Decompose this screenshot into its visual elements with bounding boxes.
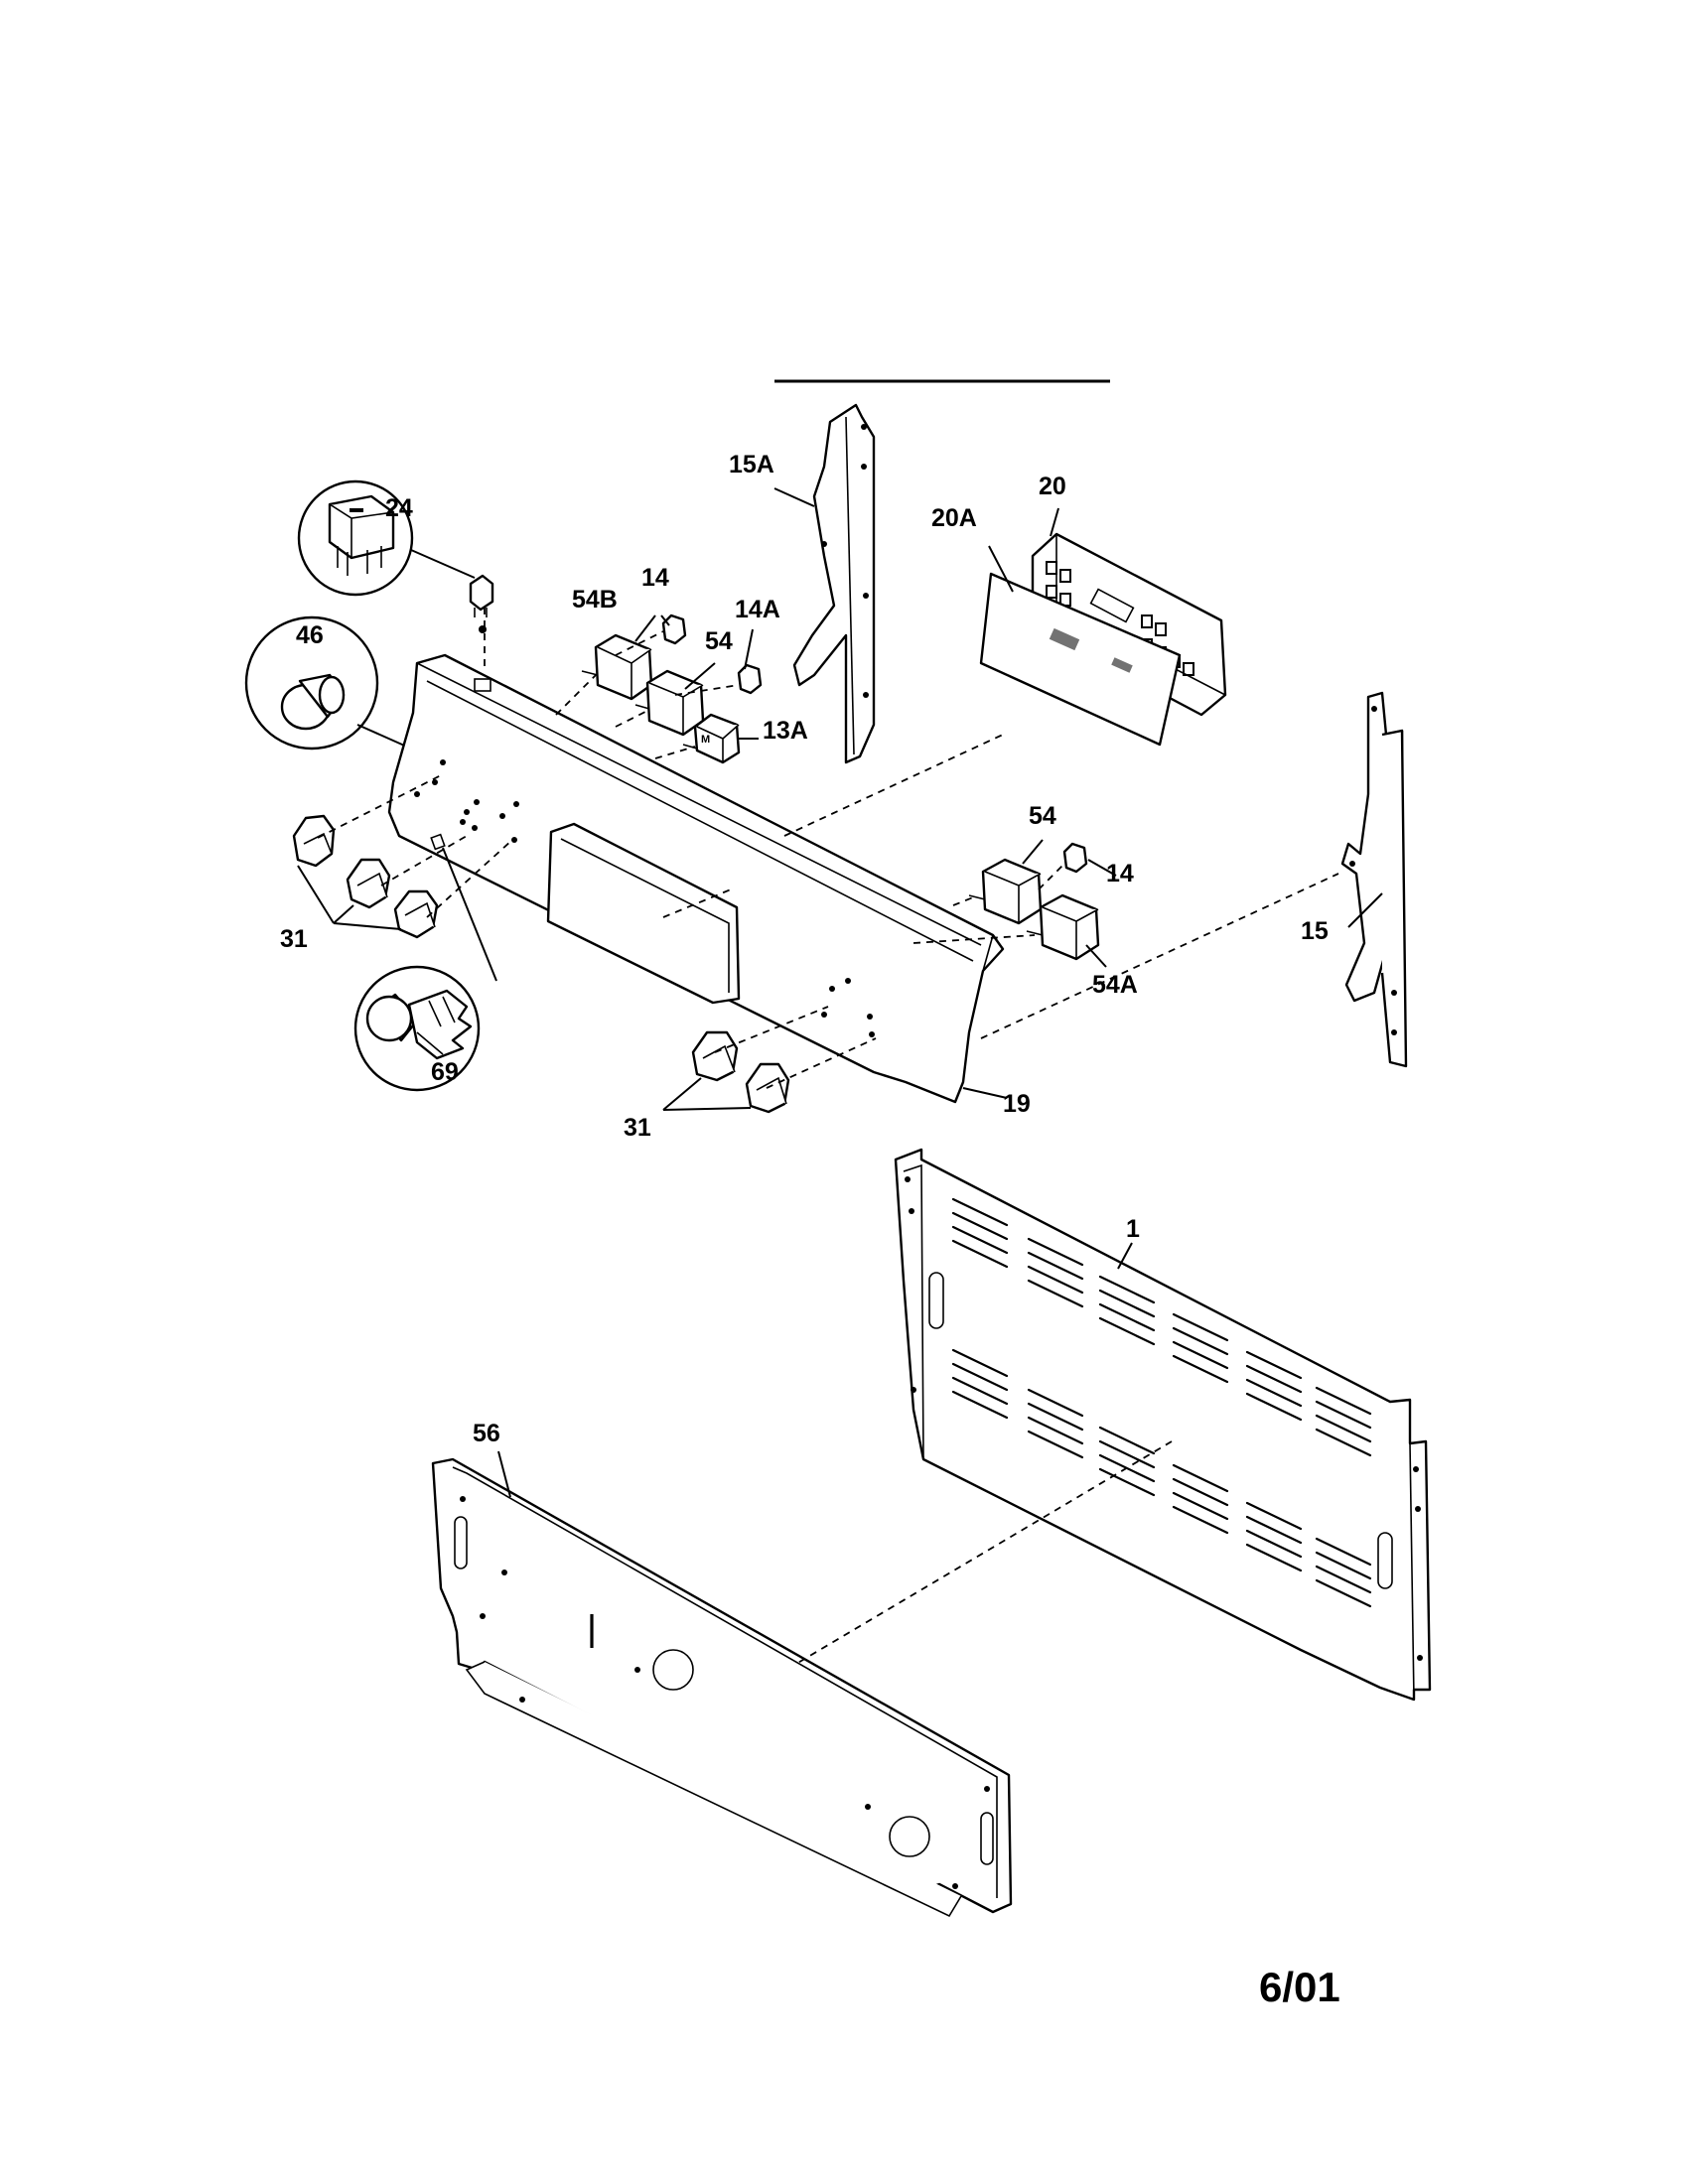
part-24-inset (297, 479, 414, 597)
part-54-switch-right (968, 858, 1043, 925)
part-1-rear-panel (894, 1148, 1432, 1702)
callout-15: 15 (1301, 917, 1329, 945)
part-24-switch (469, 574, 494, 617)
callout-19: 19 (1003, 1090, 1031, 1118)
callout-15A: 15A (729, 451, 774, 478)
callout-56: 56 (473, 1420, 500, 1447)
date-stamp: 6/01 (1259, 1964, 1340, 2010)
part-31-knob-d (691, 1030, 739, 1082)
part-31-knob-b (346, 858, 391, 909)
callout-20A: 20A (931, 504, 977, 532)
callout-46: 46 (296, 621, 324, 649)
part-19-control-panel (387, 625, 1005, 1104)
callout-24: 24 (385, 494, 413, 522)
callout-20: 20 (1039, 473, 1066, 500)
part-54A-switch (1026, 893, 1100, 961)
part-56-lower-panel (431, 1457, 1013, 1918)
callout-54B: 54B (572, 586, 618, 614)
part-13A-switch: M (682, 713, 741, 764)
callout-31-left: 31 (280, 925, 308, 953)
part-14-switch-top (661, 614, 687, 645)
part-14A-switch (737, 663, 763, 695)
part-54B-switch (581, 633, 653, 701)
callout-labels: 24 46 69 31 31 54B 14 14A 54 13A 15A 20A… (280, 451, 1329, 1447)
callout-14-top: 14 (641, 564, 669, 592)
callout-54-right: 54 (1029, 802, 1056, 830)
part-20A-overlay (979, 572, 1182, 747)
part-15-bracket (1340, 691, 1408, 1068)
callout-14-right: 14 (1106, 860, 1134, 887)
callout-31-bottom: 31 (624, 1114, 651, 1142)
part-31-knob-c (393, 889, 439, 939)
callout-13A: 13A (763, 717, 808, 745)
part-14-switch-right (1062, 842, 1088, 874)
callout-54A: 54A (1092, 971, 1138, 999)
callout-69: 69 (431, 1058, 459, 1086)
assembly-dash-lines (317, 608, 1339, 1665)
callout-1: 1 (1126, 1215, 1140, 1243)
part-69-inset (353, 965, 481, 1092)
part-31-knob-a (292, 814, 336, 868)
callout-54-top: 54 (705, 627, 733, 655)
svg-text:M: M (701, 734, 710, 746)
part-46-inset (244, 615, 379, 751)
part-54-switch-top (634, 669, 705, 737)
callout-14A: 14A (735, 596, 780, 623)
callout-leaders (497, 487, 1383, 1498)
part-15A-bracket (792, 403, 876, 764)
